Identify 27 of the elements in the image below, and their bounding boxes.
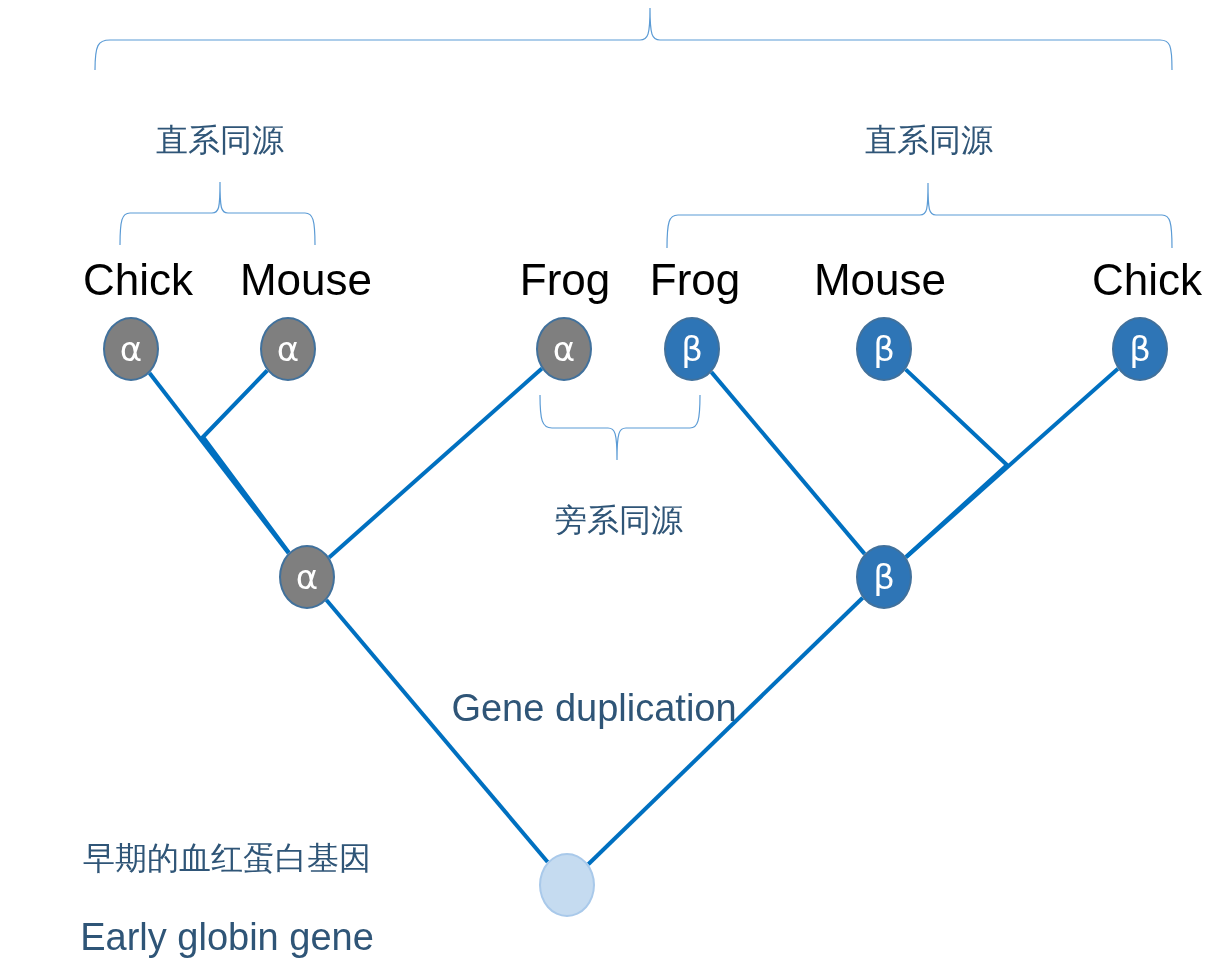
group-label: 直系同源: [156, 124, 284, 156]
gene-label: 早期的血红蛋白基因: [83, 842, 371, 874]
species-label: Frog: [519, 258, 611, 302]
gene-node: α: [103, 317, 159, 381]
species-label: Chick: [1092, 258, 1202, 302]
gene-node: α: [536, 317, 592, 381]
tree-branch: [324, 598, 550, 864]
species-label: Mouse: [239, 258, 373, 302]
species-label: Mouse: [813, 258, 947, 302]
gene-node: β: [856, 317, 912, 381]
tree-branch: [327, 367, 544, 559]
gene-node: β: [1112, 317, 1168, 381]
tree-branch: [904, 367, 1120, 559]
tree-branch: [200, 369, 291, 554]
gene-node: β: [856, 545, 912, 609]
species-label: Chick: [83, 258, 193, 302]
species-label: Frog: [649, 258, 741, 302]
ancestor-circle: [539, 853, 595, 917]
gene-label: Early globin gene: [80, 918, 374, 956]
event-label: Gene duplication: [451, 689, 737, 727]
gene-node: α: [279, 545, 335, 609]
group-label: 直系同源: [865, 124, 993, 156]
gene-node: β: [664, 317, 720, 381]
tree-branch: [709, 370, 867, 556]
group-label: 旁系同源: [555, 504, 683, 536]
tree-branch: [586, 596, 865, 866]
gene-node: α: [260, 317, 316, 381]
